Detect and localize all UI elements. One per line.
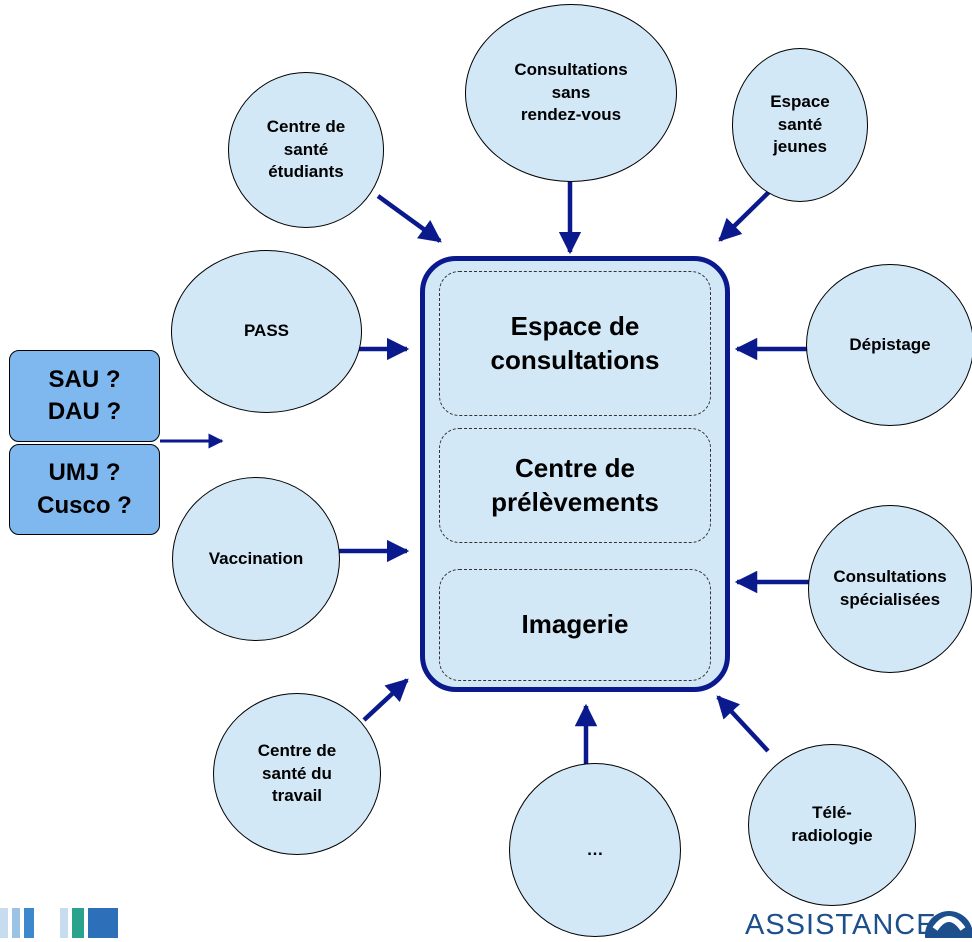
node-espace-sante-jeunes: Espace santé jeunes xyxy=(732,48,868,202)
assistance-logo: ASSISTANCE xyxy=(745,905,972,941)
node-vaccination: Vaccination xyxy=(172,477,340,641)
node-teleradiologie: Télé- radiologie xyxy=(748,744,916,906)
hub-imagerie: Imagerie xyxy=(439,569,711,681)
node-consultations-sans-rdv: Consultations sans rendez-vous xyxy=(465,4,677,182)
brand-bars-logo xyxy=(0,908,118,938)
hub-centre-prelevements: Centre de prélèvements xyxy=(439,428,711,543)
arrow-centre-sante-etudiants xyxy=(376,194,442,243)
arrow-centre-sante-travail xyxy=(362,678,409,722)
central-hub: Espace de consultations Centre de prélèv… xyxy=(420,256,730,692)
box-umj-cusco: UMJ ? Cusco ? xyxy=(9,444,160,535)
box-sau-dau: SAU ? DAU ? xyxy=(9,350,160,442)
node-consultations-specialisees: Consultations spécialisées xyxy=(808,505,972,673)
node-centre-sante-etudiants: Centre de santé étudiants xyxy=(228,72,384,228)
node-depistage: Dépistage xyxy=(806,264,972,426)
node-centre-sante-travail: Centre de santé du travail xyxy=(213,693,381,855)
logo-emblem-icon xyxy=(925,911,972,938)
node-pass: PASS xyxy=(171,250,362,413)
node-ellipsis: … xyxy=(509,763,681,937)
hub-espace-consultations: Espace de consultations xyxy=(439,271,711,416)
arrow-teleradiologie xyxy=(716,695,770,753)
arrow-espace-sante-jeunes xyxy=(718,188,773,242)
